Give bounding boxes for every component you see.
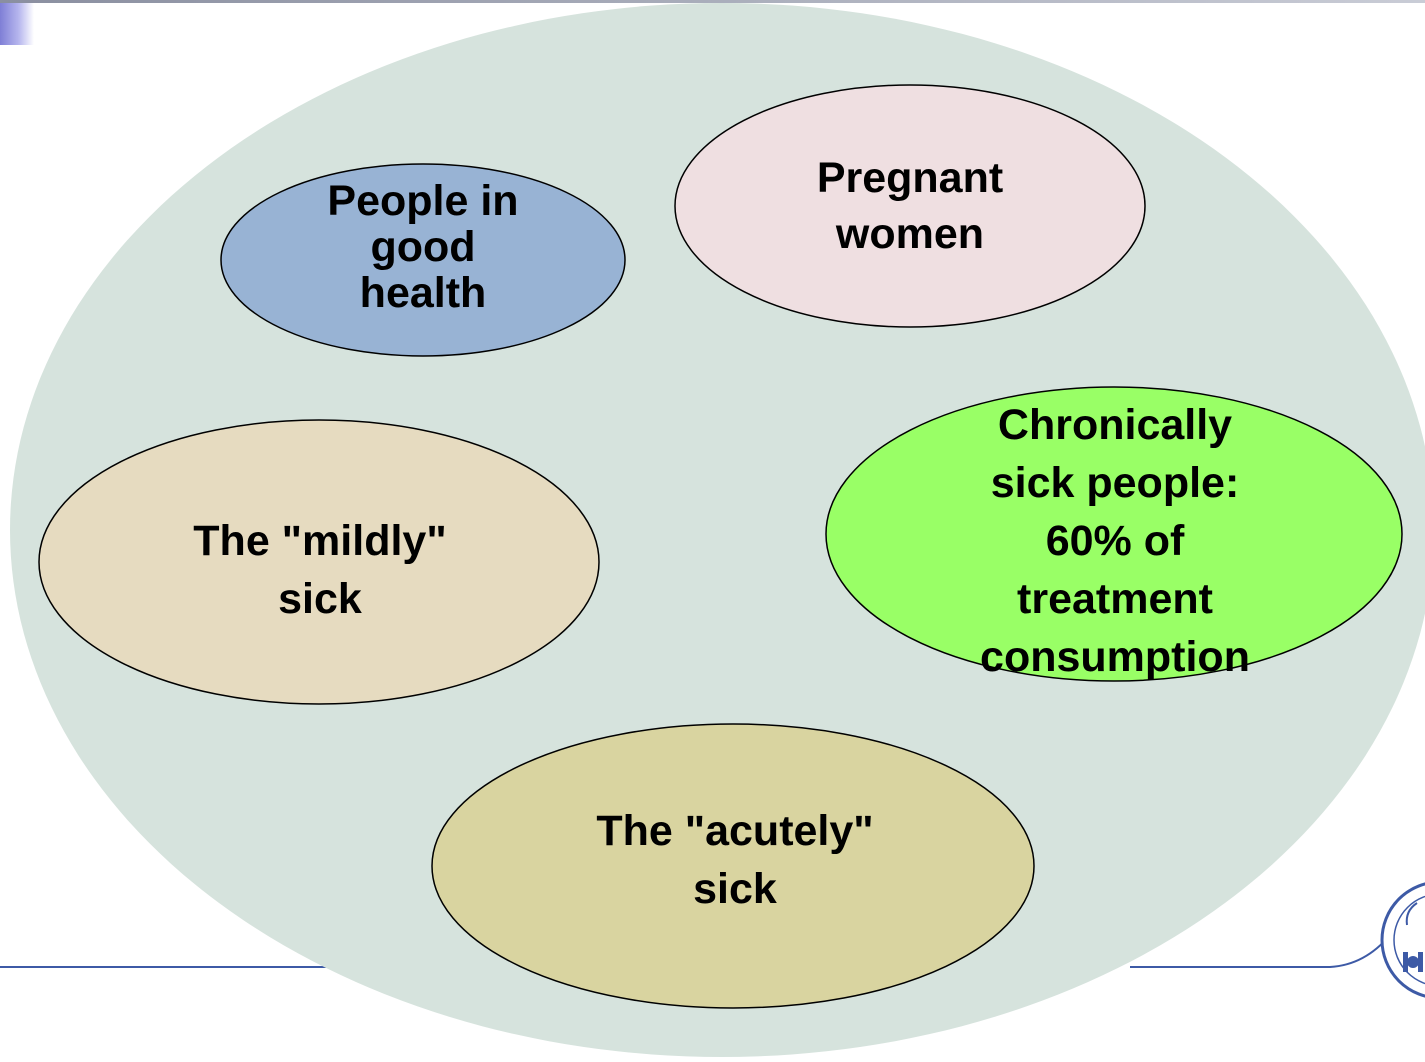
corner-mark [0,3,34,45]
logo-seal [1380,882,1425,998]
chronic-ellipse [825,386,1403,682]
acutely-sick-label: The "acutely" sick [596,807,874,913]
acutely-ellipse [431,723,1035,1009]
mildly-sick-label: The "mildly" sick [193,517,447,623]
pregnant-label: Pregnant women [816,154,1004,258]
mildly-ellipse [38,419,600,705]
chronic-sick-label: Chronically sick people: 60% of treatmen… [980,401,1250,681]
top-rule [0,0,1425,3]
pregnant-ellipse [674,84,1146,328]
good-health-label: People in good health [327,177,519,317]
good-health-ellipse [220,163,626,357]
